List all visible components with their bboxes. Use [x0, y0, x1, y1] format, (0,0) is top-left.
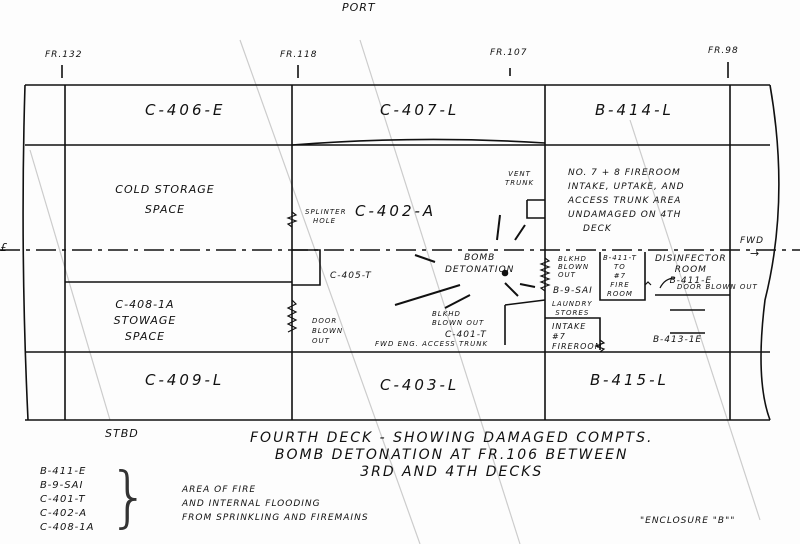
legend-note: AND INTERNAL FLOODING [182, 499, 321, 509]
frame-label: FR.118 [280, 50, 318, 60]
b9sai-label: B-9-SAI [553, 286, 593, 296]
text-line: BLOWN OUT [432, 319, 485, 327]
title-line: FOURTH DECK - SHOWING DAMAGED COMPTS. [250, 430, 654, 446]
text-line: SPLINTER [305, 208, 347, 216]
text-line: B-411-E [669, 276, 713, 286]
text-line: #7 [613, 272, 627, 280]
text-line: OUT [312, 337, 330, 345]
text-line: DETONATION [445, 265, 515, 275]
c405t-label: C-405-T [330, 271, 372, 281]
text-line: INTAKE [552, 322, 587, 331]
b413-label: B-413-1E [653, 335, 703, 345]
stbd-label: STBD [105, 427, 139, 440]
legend-note: AREA OF FIRE [182, 485, 257, 495]
text-line: BOMB [464, 253, 496, 263]
note-line: DECK [583, 224, 612, 234]
port-label: PORT [342, 1, 376, 14]
legend-note: FROM SPRINKLING AND FIREMAINS [182, 513, 369, 523]
door-blown-out-label: DOOR BLOWN OUT [312, 316, 343, 346]
title-line: BOMB DETONATION AT FR.106 BETWEEN [274, 447, 629, 463]
access-trunk-label: FWD ENG. ACCESS TRUNK [375, 340, 489, 348]
text-line: OUT [558, 271, 576, 279]
diagram-title: FOURTH DECK - SHOWING DAMAGED COMPTS. BO… [250, 430, 653, 481]
note-line: No. 7 + 8 FIREROOM [568, 168, 681, 178]
text-line: ROOM [606, 290, 633, 298]
note-line: UNDAMAGED ON 4TH [568, 210, 682, 220]
centerline-mark: £ [0, 241, 8, 254]
legend-item: C-408-1A [40, 522, 95, 533]
text-line: DOOR [312, 317, 338, 325]
text-line: TRUNK [505, 179, 535, 187]
legend-items: B-411-E B-9-SAI C-401-T C-402-A C-408-1A [40, 465, 95, 535]
text-line: #7 [552, 332, 566, 341]
compartment-label: B-415-L [590, 371, 669, 389]
text-line: BLKHD [432, 310, 461, 318]
text-line: VENT [508, 170, 531, 178]
door-blown-out-label: DOOR BLOWN OUT [677, 283, 758, 291]
text-line: DISINFECTOR [655, 254, 727, 264]
text-line: STORES [555, 309, 590, 317]
compartment-label: C-406-E [145, 101, 226, 119]
c402a-label: C-402-A [355, 202, 437, 220]
note-line: INTAKE, UPTAKE, AND [568, 182, 685, 192]
legend-item: C-401-T [40, 494, 86, 505]
fwd-arrow-icon: → [750, 247, 761, 260]
c401t-label: C-401-T [445, 330, 487, 340]
text-line: ROOM [674, 265, 707, 275]
legend-brace: } [108, 458, 151, 535]
legend-item: C-402-A [40, 508, 88, 519]
note-line: ACCESS TRUNK AREA [568, 196, 682, 206]
compartment-label: B-414-L [595, 101, 674, 119]
fwd-label: FWD [740, 236, 765, 246]
bomb-detonation-label: BOMB DETONATION [445, 252, 514, 276]
compartment-label: C-403-L [380, 376, 460, 394]
c408-label: C-408-1A STOWAGE SPACE [113, 298, 177, 343]
cold-storage-label: COLD STORAGE SPACE [115, 183, 215, 216]
text-line: BLOWN [312, 327, 344, 335]
legend-item: B-411-E [40, 466, 87, 477]
text-line: TO [614, 263, 626, 271]
frame-label: FR.107 [490, 48, 528, 58]
text-line: B-411-T [603, 254, 637, 262]
legend-notes: AREA OF FIRE AND INTERNAL FLOODING FROM SP… [182, 483, 369, 525]
frame-label: FR.132 [45, 50, 83, 60]
fireroom-note: No. 7 + 8 FIREROOM INTAKE, UPTAKE, AND A… [568, 166, 685, 236]
text-line: LAUNDRY [552, 300, 593, 308]
frame-label: FR.98 [708, 46, 739, 56]
title-line: 3RD AND 4TH DECKS [360, 464, 544, 480]
text-line: BLKHD [558, 255, 587, 263]
text-line: FIREROOM [552, 342, 603, 351]
text-line: HOLE [313, 217, 337, 225]
text-line: FIRE [610, 281, 630, 289]
text-line: BLOWN [558, 263, 590, 271]
enclosure-label: "ENCLOSURE "B"" [640, 516, 736, 526]
compartment-label: C-409-L [145, 371, 225, 389]
legend-item: B-9-SAI [40, 480, 84, 491]
compartment-label: C-407-L [380, 101, 460, 119]
